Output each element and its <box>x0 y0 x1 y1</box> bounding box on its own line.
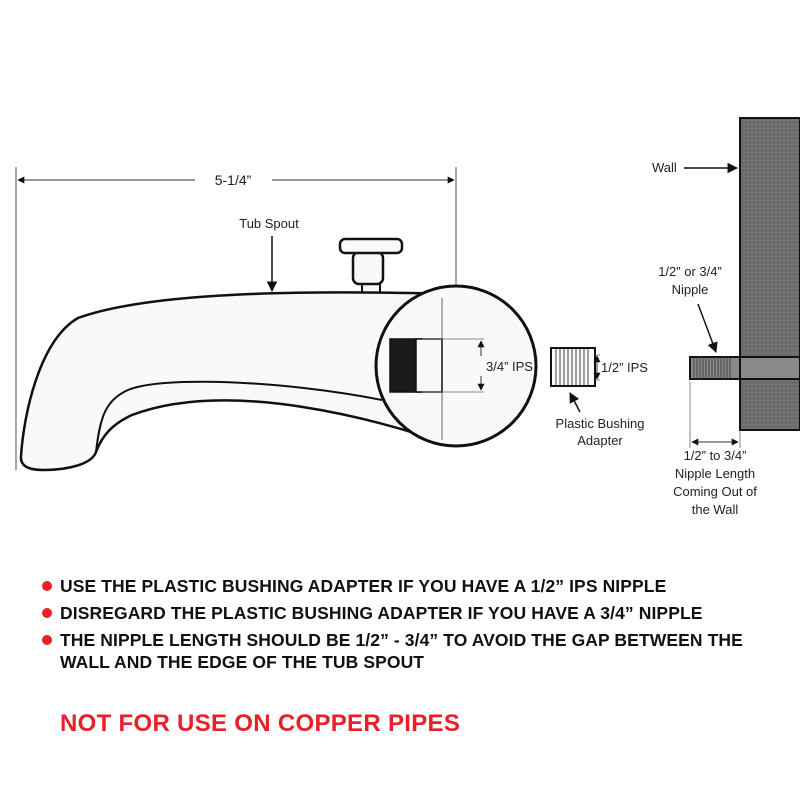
bullet-icon <box>42 581 52 591</box>
ips-34-label: 3/4” IPS <box>486 359 533 374</box>
note-item: THE NIPPLE LENGTH SHOULD BE 1/2” - 3/4” … <box>40 629 780 673</box>
note-item: DISREGARD THE PLASTIC BUSHING ADAPTER IF… <box>40 602 780 624</box>
note-text: DISREGARD THE PLASTIC BUSHING ADAPTER IF… <box>60 603 703 623</box>
ips-34-dimension: 3/4” IPS <box>477 340 533 391</box>
tub-spout-installation-diagram: 5-1/4” 3/4” IPS Tub Spout <box>15 117 800 517</box>
plastic-bushing-adapter <box>550 347 601 387</box>
bullet-icon <box>42 608 52 618</box>
installation-notes: USE THE PLASTIC BUSHING ADAPTER IF YOU H… <box>40 575 780 678</box>
note-item: USE THE PLASTIC BUSHING ADAPTER IF YOU H… <box>40 575 780 597</box>
tub-spout-label: Tub Spout <box>239 216 299 231</box>
nipple-length-line4: the Wall <box>692 502 739 517</box>
tub-spout-body <box>19 291 456 472</box>
bushing-label-line2: Adapter <box>577 433 623 448</box>
note-text: THE NIPPLE LENGTH SHOULD BE 1/2” - 3/4” … <box>60 630 743 672</box>
copper-pipe-warning: NOT FOR USE ON COPPER PIPES <box>60 710 461 737</box>
nipple-length-line3: Coming Out of <box>673 484 757 499</box>
nipple-length-line2: Nipple Length <box>675 466 755 481</box>
nipple-length-line1: 1/2” to 3/4” <box>684 448 747 463</box>
bushing-arrow <box>569 392 581 413</box>
wall <box>739 117 800 431</box>
nipple-label-line2: Nipple <box>672 282 709 297</box>
wall-label: Wall <box>652 160 677 175</box>
nipple-label-line1: 1/2” or 3/4” <box>658 264 722 279</box>
length-dimension: 5-1/4” <box>15 167 457 470</box>
magnifier-circle <box>374 284 538 448</box>
diverter-knob <box>338 237 404 295</box>
note-text: USE THE PLASTIC BUSHING ADAPTER IF YOU H… <box>60 576 667 596</box>
nipple-pipe <box>689 356 800 380</box>
bullet-icon <box>42 635 52 645</box>
spout-inner-contour <box>95 380 383 453</box>
nipple-length-dimension <box>689 382 741 448</box>
ips-12-label: 1/2” IPS <box>601 360 648 375</box>
bushing-label-line1: Plastic Bushing <box>556 416 645 431</box>
nipple-arrow <box>697 303 718 353</box>
length-label: 5-1/4” <box>215 172 252 188</box>
